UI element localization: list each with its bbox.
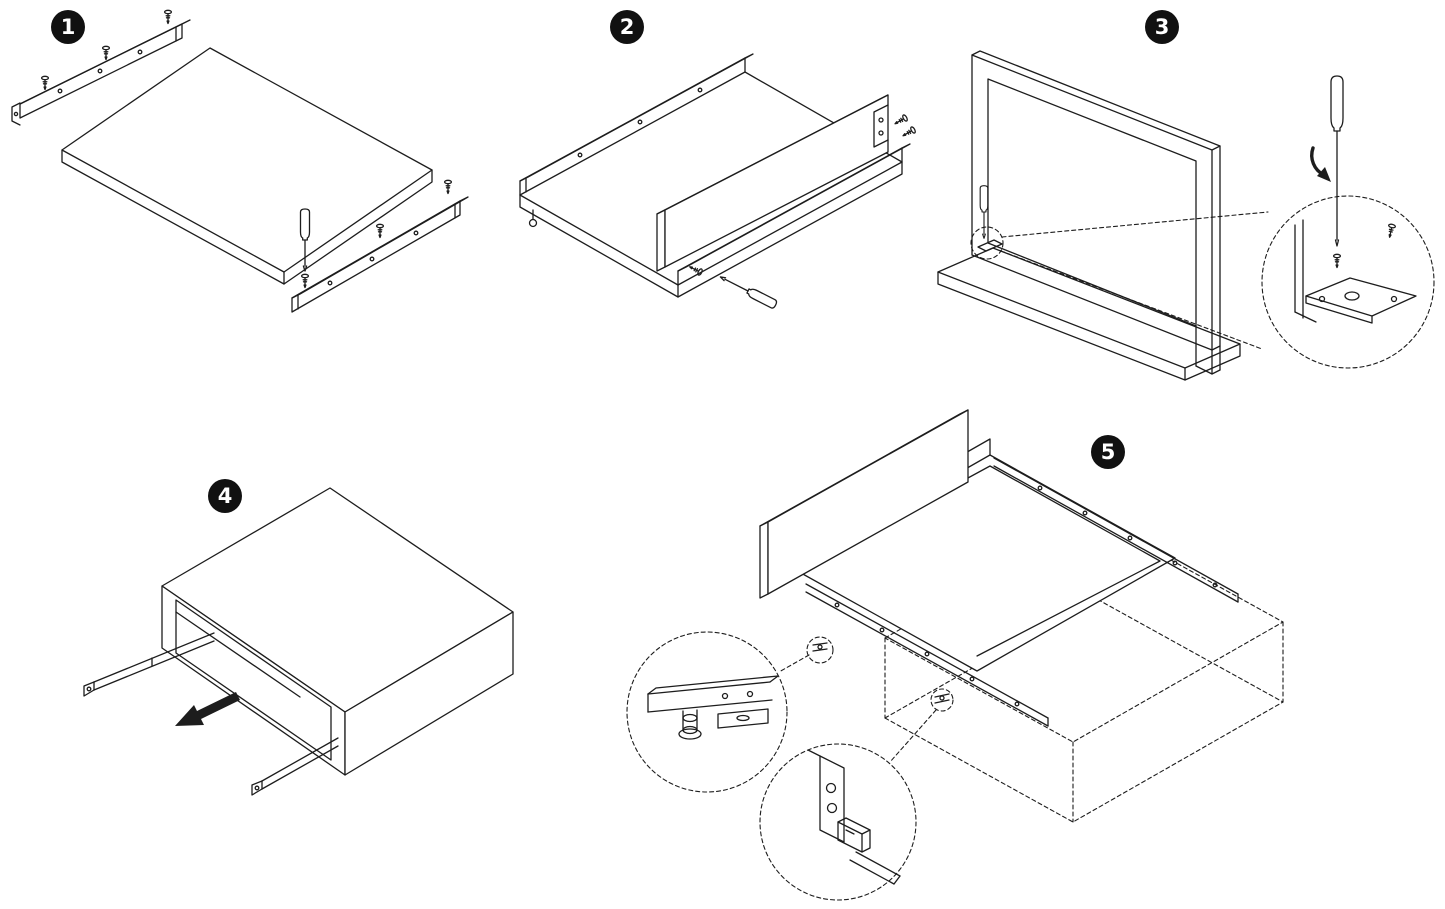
step-1-badge: 1	[51, 10, 85, 44]
screw-icon	[375, 223, 385, 239]
screw-icon	[300, 273, 310, 289]
drawer-bottom-panel	[61, 47, 433, 285]
callout-leader-line	[889, 709, 937, 763]
step-4-badge: 4	[208, 479, 242, 513]
callout-leader-line	[1001, 211, 1269, 238]
corner-bracket	[977, 239, 1003, 252]
screw-icon	[1385, 222, 1397, 239]
step-5-illustration	[626, 409, 1284, 901]
screwdriver-icon	[1330, 75, 1344, 247]
screw-icon	[1332, 253, 1342, 269]
rotation-arrow-head	[1317, 167, 1331, 182]
pull-direction-arrow-icon	[175, 692, 240, 726]
drawer-back-panel	[656, 94, 889, 272]
slide-rail-left	[11, 19, 191, 126]
mounted-slide-front	[805, 583, 1049, 727]
slide-callout-1	[806, 636, 834, 664]
slide-rail-right	[291, 196, 469, 313]
bracket-detail-view	[1261, 195, 1435, 369]
screw-icon	[892, 113, 909, 128]
slide-stud-detail-view	[626, 631, 788, 793]
step-4-illustration	[83, 487, 514, 796]
screw-icon	[687, 263, 704, 277]
screwdriver-icon	[979, 185, 989, 239]
telescopic-slide-lower	[251, 737, 339, 796]
screw-icon	[900, 125, 917, 140]
step-5-badge: 5	[1091, 435, 1125, 469]
drawer-tray	[519, 53, 911, 298]
screw-icon	[40, 75, 50, 91]
step-3-badge: 3	[1145, 10, 1179, 44]
callout-leader-line	[778, 654, 810, 673]
step-1-illustration	[11, 9, 469, 313]
upright-frame	[971, 50, 1221, 375]
screw-icon	[163, 9, 173, 25]
screw-icon	[101, 45, 111, 61]
rail-latch-detail-view	[759, 743, 917, 901]
callout-leader-line	[1000, 250, 1263, 350]
screw-icon	[443, 179, 453, 195]
drawer-box	[161, 487, 514, 776]
step-2-badge: 2	[610, 10, 644, 44]
drawer-front-panel	[759, 409, 969, 599]
base-panel	[937, 247, 1241, 381]
step-3-illustration	[937, 50, 1435, 381]
telescopic-slide-upper	[83, 632, 215, 697]
slide-callout-2	[930, 688, 954, 712]
screwdriver-icon	[299, 208, 311, 272]
mounted-slide-rear	[993, 457, 1239, 603]
step-2-illustration	[519, 53, 917, 310]
detail-callout-circle	[970, 226, 1004, 260]
drawer-tray	[791, 438, 1176, 672]
screwdriver-icon	[717, 272, 779, 310]
